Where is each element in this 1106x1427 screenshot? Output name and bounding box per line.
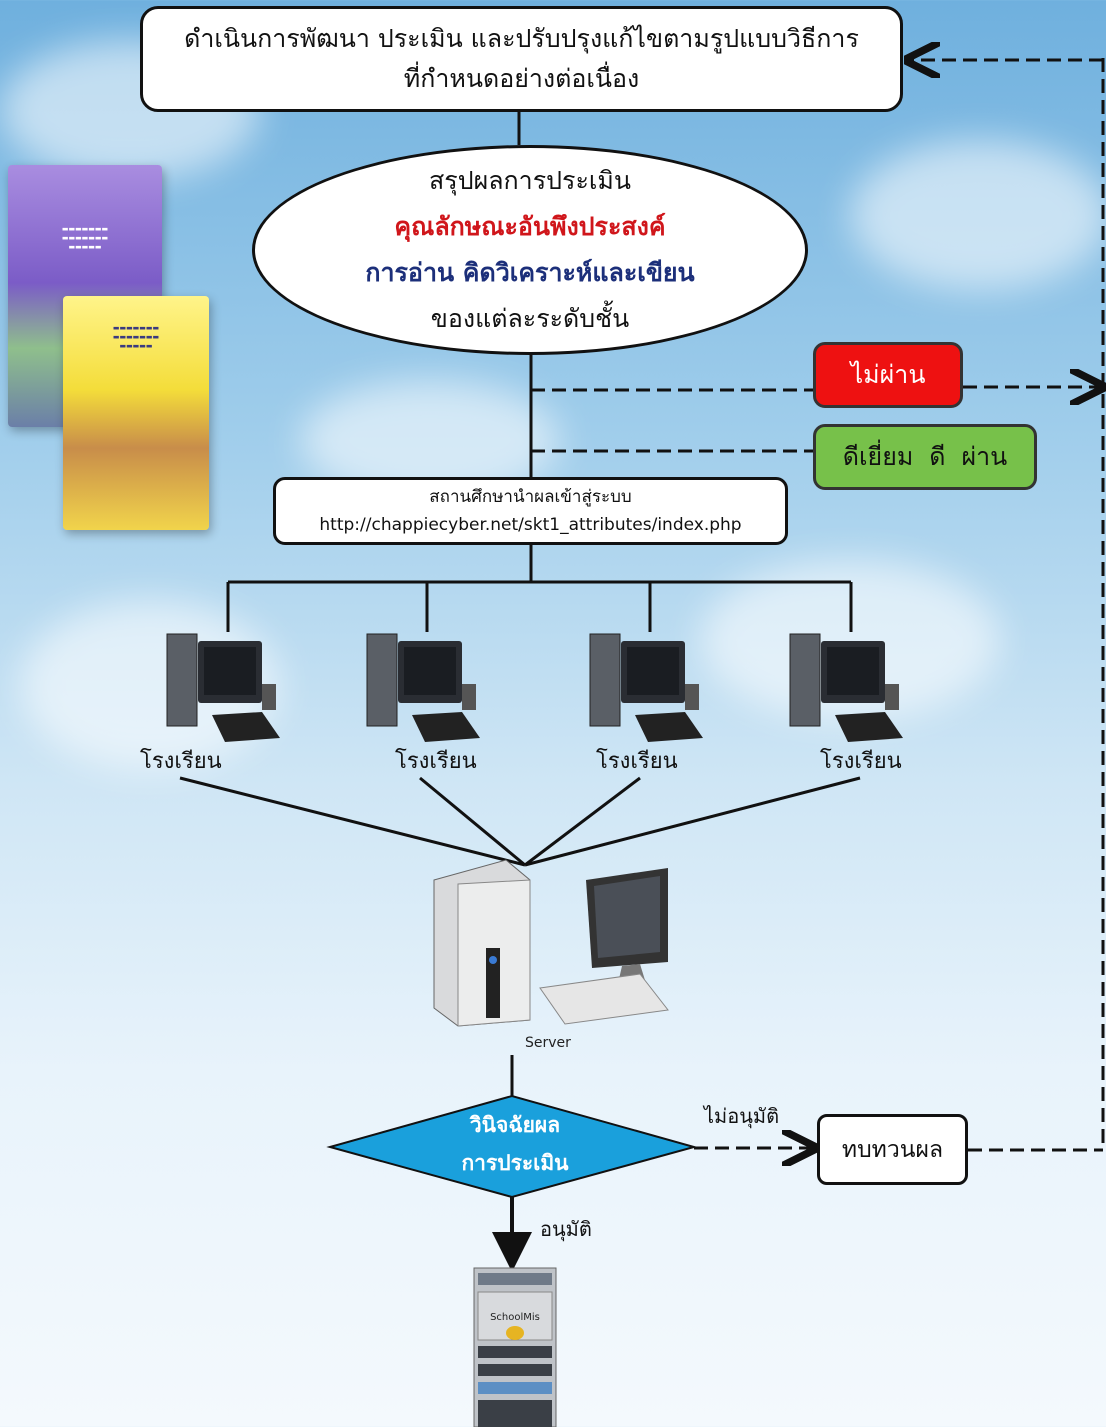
book-cover-image: ▬▬▬▬▬▬▬▬▬▬▬▬▬▬▬▬▬▬▬ — [63, 296, 209, 530]
top-box-line1: ดำเนินการพัฒนา ประเมิน และปรับปรุงแก้ไขต… — [184, 24, 859, 53]
evaluation-summary-ellipse: สรุปผลการประเมิน คุณลักษณะอันพึงประสงค์ … — [252, 145, 808, 355]
decision-line2: การประเมิน — [461, 1151, 569, 1175]
school-upload-box: สถานศึกษานำผลเข้าสู่ระบบ http://chappiec… — [273, 477, 788, 545]
school-label-1: โรงเรียน — [140, 749, 222, 774]
decision-text: วินิจฉัยผล การประเมิน — [440, 1106, 590, 1182]
server-rack — [473, 1267, 557, 1427]
decision-line1: วินิจฉัยผล — [469, 1113, 561, 1137]
approved-label: อนุมัติ — [540, 1217, 592, 1241]
school-label-4: โรงเรียน — [820, 749, 902, 774]
school-label-3: โรงเรียน — [596, 749, 678, 774]
not-approved-label: ไม่อนุมัติ — [704, 1104, 780, 1128]
school-computer-3 — [589, 633, 703, 742]
ellipse-line3: การอ่าน คิดวิเคราะห์และเขียน — [365, 258, 695, 287]
ellipse-line4: ของแต่ละระดับชั้น — [430, 304, 630, 333]
server-label: Server — [525, 1035, 571, 1051]
server-computer — [433, 859, 669, 1027]
fail-badge: ไม่ผ่าน — [813, 342, 963, 408]
review-results-box: ทบทวนผล — [817, 1114, 968, 1185]
top-box-line2: ที่กำหนดอย่างต่อเนื่อง — [403, 64, 640, 93]
pass-badge: ดีเยี่ยม ดี ผ่าน — [813, 424, 1037, 490]
ellipse-line1: สรุปผลการประเมิน — [429, 166, 631, 195]
school-label-2: โรงเรียน — [395, 749, 477, 774]
school-computer-2 — [366, 633, 480, 742]
school-upload-url: http://chappiecyber.net/skt1_attributes/… — [319, 515, 742, 535]
school-mis-logo: SchoolMis — [490, 1312, 540, 1323]
continuous-development-box: ดำเนินการพัฒนา ประเมิน และปรับปรุงแก้ไขต… — [140, 6, 903, 112]
cloud — [850, 140, 1106, 290]
ellipse-line2: คุณลักษณะอันพึงประสงค์ — [394, 212, 666, 241]
school-upload-title: สถานศึกษานำผลเข้าสู่ระบบ — [429, 487, 632, 507]
school-computer-1 — [166, 633, 280, 742]
school-computer-4 — [789, 633, 903, 742]
